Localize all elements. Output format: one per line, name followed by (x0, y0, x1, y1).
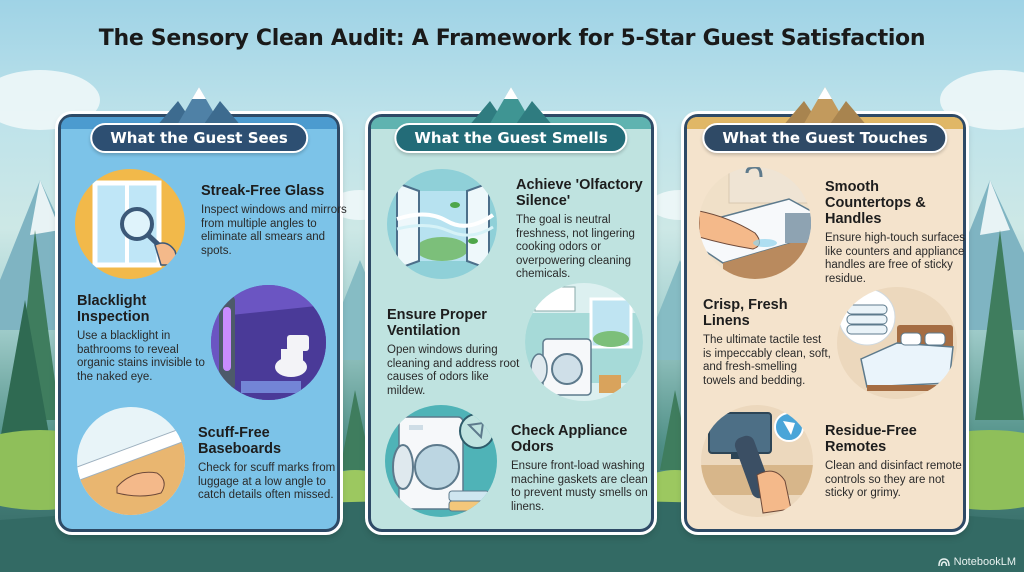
notebooklm-watermark: NotebookLM (937, 556, 1016, 568)
panel-header-touches: What the Guest Touches (702, 123, 948, 153)
hand-countertop-icon (699, 167, 811, 279)
item-text: Ensure Proper Ventilation Open windows d… (387, 307, 527, 398)
item-text: Achieve 'Olfactory Silence' The goal is … (516, 177, 654, 282)
panel-smells: What the Guest Smells Achieve 'Olfactory… (368, 87, 654, 532)
item-description: Ensure high-touch surfaces like counters… (825, 232, 965, 285)
item-description: Ensure front-load washing machine gasket… (511, 460, 648, 513)
hand-baseboard-icon (77, 407, 185, 515)
list-item: Residue-Free Remotes Clean and disinfact… (687, 403, 963, 527)
notebooklm-logo-icon (937, 558, 950, 567)
panel-sees: What the Guest Sees Streak-Free Glass In… (58, 87, 347, 532)
item-description: The goal is neutral freshness, not linge… (516, 214, 635, 280)
bed-towels-icon (837, 287, 957, 399)
item-title: Blacklight Inspection (77, 293, 150, 325)
item-description: Clean and disinfact remote controls so t… (825, 460, 962, 499)
item-title: Achieve 'Olfactory Silence' (516, 177, 643, 209)
blacklight-toilet-icon (211, 285, 326, 400)
mountain-badge-icon (468, 87, 554, 127)
list-item: Smooth Countertops & Handles Ensure high… (687, 163, 965, 287)
list-item: Check Appliance Odors Ensure front-load … (371, 403, 651, 527)
list-item: Streak-Free Glass Inspect windows and mi… (61, 163, 347, 287)
item-text: Scuff-Free Baseboards Check for scuff ma… (198, 425, 338, 503)
item-description: Inspect windows and mirrors from multipl… (201, 204, 347, 257)
tv-remote-icon (701, 405, 813, 517)
item-title: Crisp, Fresh Linens (703, 297, 788, 329)
mountain-badge-icon (782, 87, 868, 127)
watermark-label: NotebookLM (953, 556, 1016, 568)
item-text: Residue-Free Remotes Clean and disinfact… (825, 423, 965, 501)
window-magnifier-icon (75, 169, 185, 279)
panel-header-smells: What the Guest Smells (394, 123, 628, 153)
list-item: Ensure Proper Ventilation Open windows d… (371, 283, 651, 407)
item-text: Streak-Free Glass Inspect windows and mi… (201, 183, 351, 258)
item-title: Check Appliance Odors (511, 423, 628, 455)
list-item: Achieve 'Olfactory Silence' The goal is … (371, 163, 651, 287)
item-text: Crisp, Fresh Linens The ultimate tactile… (703, 297, 831, 388)
open-window-breeze-icon (387, 169, 497, 279)
item-title: Smooth Countertops & Handles (825, 179, 926, 227)
list-item: Scuff-Free Baseboards Check for scuff ma… (61, 403, 337, 527)
item-description: Check for scuff marks from luggage at a … (198, 462, 336, 501)
list-item: Blacklight Inspection Use a blacklight i… (61, 283, 337, 407)
item-title: Residue-Free Remotes (825, 423, 917, 455)
item-description: The ultimate tactile test is impeccably … (703, 334, 831, 387)
item-title: Streak-Free Glass (201, 183, 325, 199)
item-description: Use a blacklight in bathrooms to reveal … (77, 330, 205, 383)
item-text: Check Appliance Odors Ensure front-load … (511, 423, 656, 514)
page-title: The Sensory Clean Audit: A Framework for… (98, 26, 926, 51)
panel-touches: What the Guest Touches Smooth Countertop… (684, 87, 966, 532)
mountain-badge-icon (156, 87, 242, 127)
item-text: Blacklight Inspection Use a blacklight i… (77, 293, 217, 384)
list-item: Crisp, Fresh Linens The ultimate tactile… (687, 283, 963, 407)
item-title: Scuff-Free Baseboards (198, 425, 282, 457)
laundry-window-icon (525, 283, 643, 401)
item-text: Smooth Countertops & Handles Ensure high… (825, 179, 965, 286)
item-description: Open windows during cleaning and address… (387, 344, 520, 397)
item-title: Ensure Proper Ventilation (387, 307, 487, 339)
panel-header-sees: What the Guest Sees (90, 123, 308, 153)
washing-machine-icon (385, 405, 497, 517)
